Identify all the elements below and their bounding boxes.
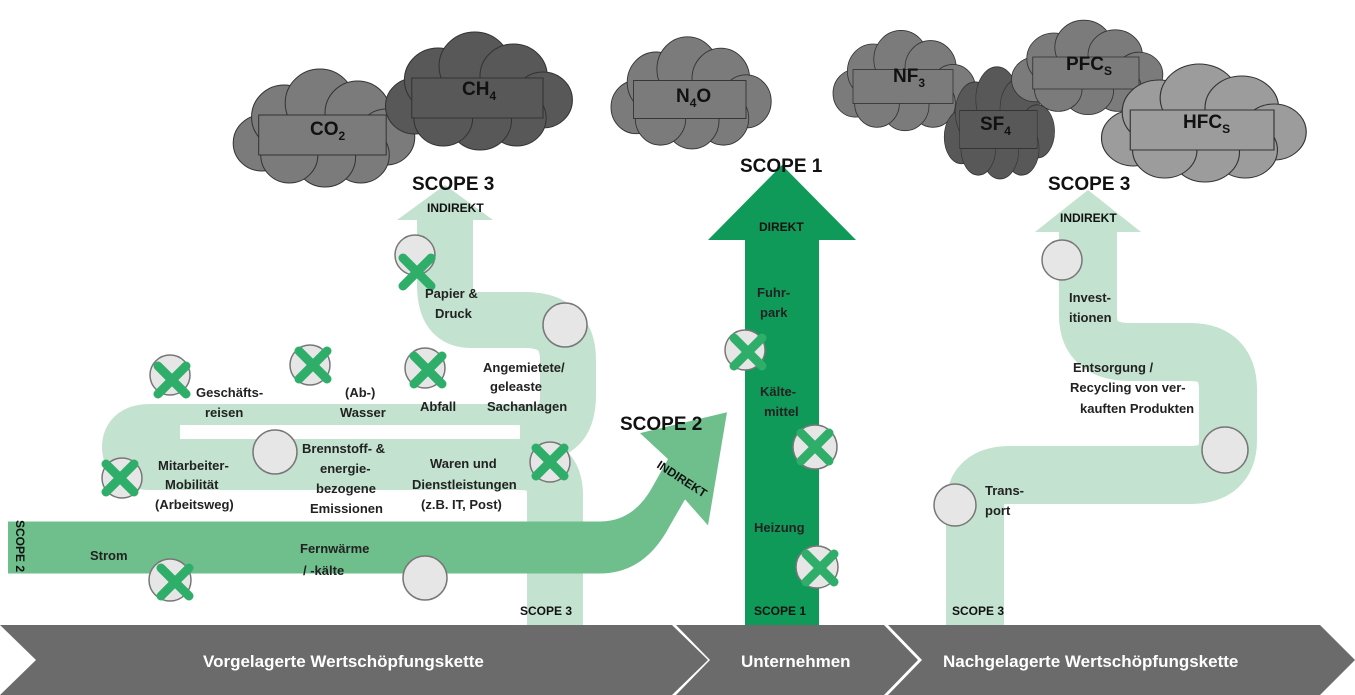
label-wasser-2: Wasser	[340, 405, 386, 420]
label-wasser-1: (Ab-)	[345, 385, 375, 400]
label-mitarbeiter-2: Mobilität	[165, 477, 219, 492]
label-entsorgung-2: Recycling von ver-	[1070, 380, 1186, 395]
label-mitarbeiter-1: Mitarbeiter-	[158, 458, 229, 473]
value-chain: Vorgelagerte Wertschöpfungskette Unterne…	[0, 625, 1355, 695]
gas-label-pfcs: PFCS	[1066, 54, 1112, 78]
label-waren-2: Dienstleistungen	[412, 477, 517, 492]
label-geschaefts-2: reisen	[205, 405, 243, 420]
scope3-downstream-arrow	[946, 190, 1257, 625]
scope3-downstream-base: SCOPE 3	[952, 604, 1004, 618]
label-kaelte-2: mittel	[764, 404, 799, 419]
label-transport-2: port	[985, 503, 1011, 518]
cloud-co2: CO2	[232, 68, 416, 188]
label-brennstoff-4: Emissionen	[310, 501, 383, 516]
chevron-company	[676, 625, 918, 695]
scope3-upstream-title: SCOPE 3	[412, 174, 494, 195]
scope2-arrow	[8, 412, 727, 574]
marker-entsorgung	[1201, 426, 1249, 474]
label-papier-1: Papier &	[425, 286, 478, 301]
label-geschaefts-1: Geschäfts-	[196, 385, 263, 400]
label-invest-1: Invest-	[1069, 290, 1111, 305]
gas-label-sf4: SF4	[980, 114, 1011, 138]
scope2-side-label: SCOPE 2	[13, 520, 27, 572]
chain-upstream-label: Vorgelagerte Wertschöpfungskette	[203, 652, 484, 671]
label-brennstoff-1: Brennstoff- &	[302, 441, 385, 456]
label-entsorgung-3: kauften Produkten	[1080, 401, 1194, 416]
item-labels: Papier & Druck Angemietete/ geleaste Sac…	[90, 285, 1194, 578]
gas-label-co2: CO2	[310, 119, 346, 143]
marker-investitionen	[1041, 239, 1083, 281]
marker-brennstoff	[252, 429, 298, 475]
scope3-downstream-title: SCOPE 3	[1048, 174, 1130, 195]
label-angemietete-1: Angemietete/	[483, 360, 565, 375]
scope3-upstream-base: SCOPE 3	[520, 604, 572, 618]
chain-downstream-label: Nachgelagerte Wertschöpfungskette	[943, 652, 1238, 671]
label-fernwaerme-2: / -kälte	[303, 563, 344, 578]
gas-label-n4o: N4O	[676, 86, 711, 110]
cloud-hfcs: HFCS	[1100, 63, 1307, 183]
label-mitarbeiter-3: (Arbeitsweg)	[155, 497, 234, 512]
cloud-ch4: CH4	[384, 31, 573, 151]
cloud-pfcs: PFCS	[1011, 19, 1164, 116]
label-angemietete-2: geleaste	[490, 379, 542, 394]
gas-label-hfcs: HFCS	[1183, 112, 1230, 136]
direkt-tag: DIREKT	[759, 220, 804, 234]
label-brennstoff-3: bezogene	[316, 481, 376, 496]
label-entsorgung-1: Entsorgung /	[1073, 360, 1154, 375]
label-waren-3: (z.B. IT, Post)	[421, 497, 502, 512]
scope1-title: SCOPE 1	[740, 156, 823, 177]
label-brennstoff-2: energie-	[320, 461, 371, 476]
label-transport-1: Trans-	[985, 483, 1024, 498]
gas-label-nf3: NF3	[893, 66, 925, 90]
label-fuhrpark-2: park	[760, 305, 788, 320]
indirekt-upstream-tag: INDIREKT	[427, 201, 484, 215]
marker-angemietete	[542, 302, 588, 348]
scope1-arrow	[708, 165, 856, 625]
marker-fernwaerme	[402, 555, 448, 601]
gas-label-ch4: CH4	[462, 79, 496, 103]
label-waren-1: Waren und	[430, 456, 497, 471]
chevron-downstream	[888, 625, 1355, 695]
label-abfall: Abfall	[420, 399, 456, 414]
scope1-base: SCOPE 1	[754, 604, 806, 618]
label-heizung: Heizung	[754, 520, 805, 535]
label-fuhrpark-1: Fuhr-	[757, 285, 790, 300]
label-fernwaerme-1: Fernwärme	[300, 541, 369, 556]
chain-company-label: Unternehmen	[741, 652, 851, 671]
cloud-nf3: NF3	[832, 29, 976, 132]
cloud-sf4: SF4	[943, 66, 1056, 180]
label-angemietete-3: Sachanlagen	[487, 399, 567, 414]
label-papier-2: Druck	[435, 306, 473, 321]
chevron-upstream	[0, 625, 708, 695]
scope2-title: SCOPE 2	[620, 414, 702, 435]
label-kaelte-1: Kälte-	[760, 384, 796, 399]
marker-transport	[933, 483, 977, 527]
indirekt-downstream-tag: INDIREKT	[1060, 211, 1117, 225]
cloud-n4o: N4O	[610, 36, 772, 150]
label-invest-2: itionen	[1069, 310, 1112, 325]
label-strom: Strom	[90, 548, 128, 563]
